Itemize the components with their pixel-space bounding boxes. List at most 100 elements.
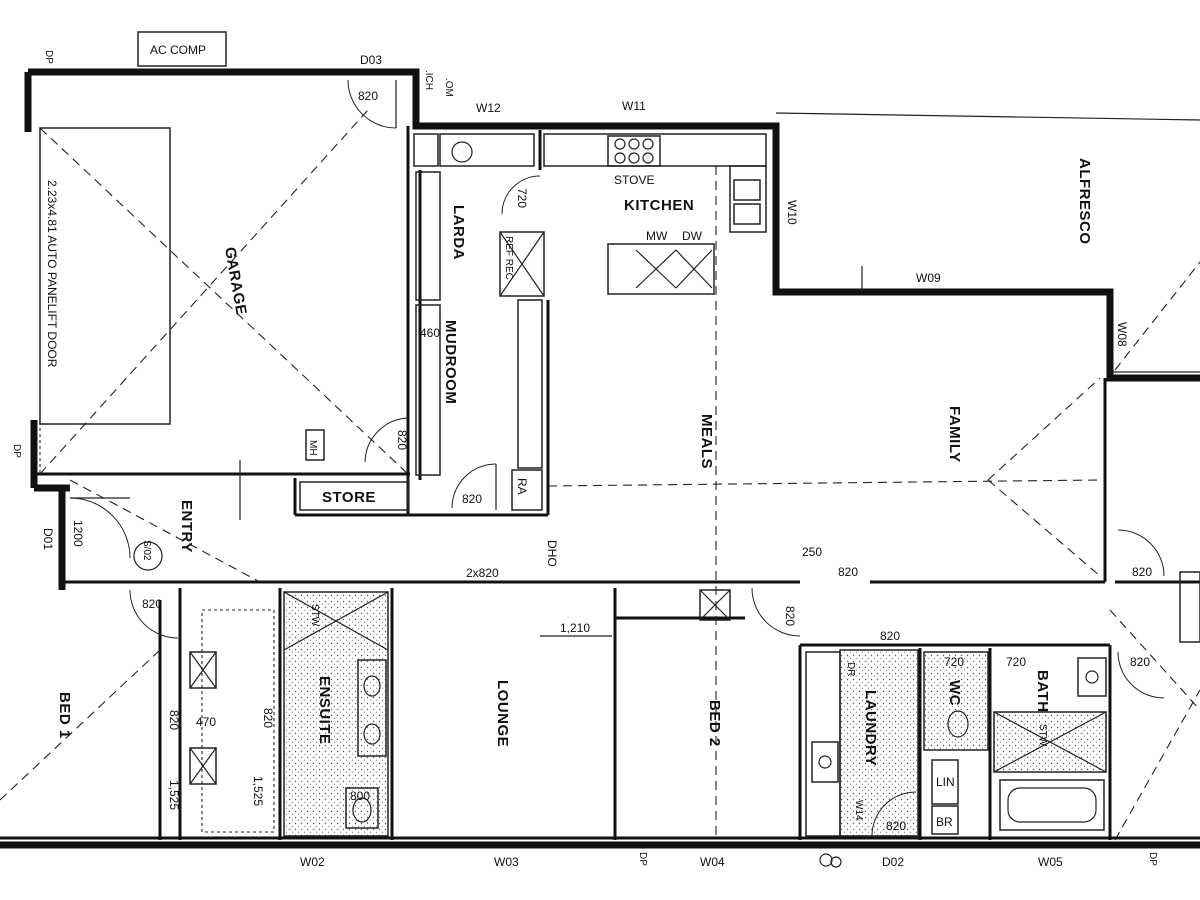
stove-label: STOVE xyxy=(614,173,654,187)
ensuite: STW ENSUITE 800 xyxy=(283,591,389,837)
lounge: LOUNGE 1,210 xyxy=(494,621,612,747)
garage-label: GARAGE xyxy=(221,246,250,317)
mudroom-label: MUDROOM xyxy=(442,320,459,404)
stw-label: STW xyxy=(309,604,320,627)
tag-dp: DP xyxy=(43,50,54,64)
garage-door-label: 2.23x4.81 AUTO PANELIFT DOOR xyxy=(45,180,59,368)
store-label: STORE xyxy=(322,489,376,506)
dim-820: 820 xyxy=(142,597,162,611)
tag-d03: D03 xyxy=(360,53,382,67)
bed2-label: BED 2 xyxy=(706,700,723,747)
larda-mudroom: 460 LARDA MUDROOM 720 REF REC RA 820 xyxy=(413,133,545,511)
alfresco: ALFRESCO W09 W08 xyxy=(861,158,1200,371)
dim-720: 720 xyxy=(944,655,964,669)
bath: STW 720 BATH xyxy=(993,655,1107,831)
dim-460: 460 xyxy=(420,326,440,340)
dim-820: 820 xyxy=(1132,565,1152,579)
tag-dp: DP xyxy=(1147,852,1158,866)
tag-w08: W08 xyxy=(1115,322,1129,347)
dim-2x820: 2x820 xyxy=(466,566,499,580)
dim-820: 820 xyxy=(167,710,181,730)
window-tags: W02 W03 W04 D02 W05 DP DP DP DP xyxy=(11,50,1158,869)
kitchen: STOVE KITCHEN MW DW W12 W11 W10 .ICH .OM xyxy=(423,70,799,295)
dim-820: 820 xyxy=(462,492,482,506)
toilet-icon xyxy=(345,787,379,829)
meals-label: MEALS xyxy=(698,414,715,469)
tag-w14: W14 xyxy=(853,800,864,821)
ra-label: RA xyxy=(515,478,529,495)
dim-1525: 1,525 xyxy=(251,776,265,806)
door-garage-inner: 820 xyxy=(364,417,409,463)
s02-label: S/02 xyxy=(141,540,152,561)
tag-d02: D02 xyxy=(882,855,904,869)
tag-w02: W02 xyxy=(300,855,325,869)
dim-820: 820 xyxy=(395,430,409,450)
dim-1525: 1,525 xyxy=(167,780,181,810)
dim-820: 820 xyxy=(358,89,378,103)
garage: 2.23x4.81 AUTO PANELIFT DOOR GARAGE MH xyxy=(39,109,409,520)
tag-dp: DP xyxy=(11,444,22,458)
mw-label: MW xyxy=(646,229,668,243)
tag-d01: D01 xyxy=(41,528,55,550)
meals-family: MEALS FAMILY DHO xyxy=(545,166,1101,840)
laundry-label: LAUNDRY xyxy=(862,690,879,766)
dim-1210: 1,210 xyxy=(560,621,590,635)
dim-820: 820 xyxy=(838,565,858,579)
br-label: BR xyxy=(936,815,953,829)
dr-label: DR xyxy=(845,662,856,676)
alfresco-label: ALFRESCO xyxy=(1076,158,1093,245)
door-d03: 820 D03 xyxy=(347,53,397,129)
smoke-detector-icon xyxy=(133,541,163,571)
dim-800: 800 xyxy=(350,789,370,803)
fridge-recess-label: REF REC xyxy=(503,236,514,280)
tag-w03: W03 xyxy=(494,855,519,869)
dim-470: 470 xyxy=(196,715,216,729)
exterior-walls xyxy=(0,68,1200,849)
ensuite-label: ENSUITE xyxy=(316,676,333,745)
ac-compressor: AC COMP xyxy=(137,31,227,67)
wc: 720 WC xyxy=(923,651,989,751)
dim-720: 720 xyxy=(1006,655,1026,669)
dw-label: DW xyxy=(682,229,703,243)
entry-label: ENTRY xyxy=(178,500,195,553)
dim-820: 820 xyxy=(880,629,900,643)
dim-820: 820 xyxy=(1130,655,1150,669)
stw-label: STW xyxy=(1037,724,1048,747)
sink-icon xyxy=(811,741,839,783)
kitchen-label: KITCHEN xyxy=(624,197,694,214)
bed-2: BED 2 820 250 820 xyxy=(699,545,858,747)
bath-label: BATH xyxy=(1034,670,1051,713)
toilet-icon xyxy=(947,710,969,738)
tag-dp: DP xyxy=(637,852,648,866)
lin-label: LIN xyxy=(936,775,955,789)
walk-in-robe: 470 820 1,525 xyxy=(189,609,275,833)
dim-820: 820 xyxy=(261,708,275,728)
door-family-right: 820 820 xyxy=(1109,529,1200,841)
larda-label: LARDA xyxy=(450,205,467,260)
wc-label: WC xyxy=(946,680,963,706)
linen: LIN BR xyxy=(931,759,959,835)
dho-label: DHO xyxy=(545,540,559,567)
bathtub-icon xyxy=(999,779,1105,831)
tag-om: .OM xyxy=(443,78,454,97)
tag-w04: W04 xyxy=(700,855,725,869)
tag-w09: W09 xyxy=(916,271,941,285)
entry: ENTRY 1200 D01 S/02 2x820 xyxy=(41,479,499,583)
family-label: FAMILY xyxy=(946,406,963,463)
dim-720: 720 xyxy=(515,188,529,208)
sink-icon xyxy=(451,141,473,163)
tag-w12: W12 xyxy=(476,101,501,115)
door-bed2-bottom: 820 xyxy=(898,841,918,855)
dim-250: 250 xyxy=(802,545,822,559)
tag-w10: W10 xyxy=(785,200,799,225)
bed1-label: BED 1 xyxy=(56,692,73,739)
cooktop-icon xyxy=(607,135,661,167)
store: STORE xyxy=(299,481,409,511)
bed-1: BED 1 820 820 1,525 xyxy=(0,589,181,810)
interior-walls xyxy=(36,126,1200,840)
lounge-label: LOUNGE xyxy=(494,680,511,747)
dim-1200: 1200 xyxy=(71,520,85,547)
tag-w11: W11 xyxy=(622,99,646,113)
dim-820: 820 xyxy=(886,819,906,833)
